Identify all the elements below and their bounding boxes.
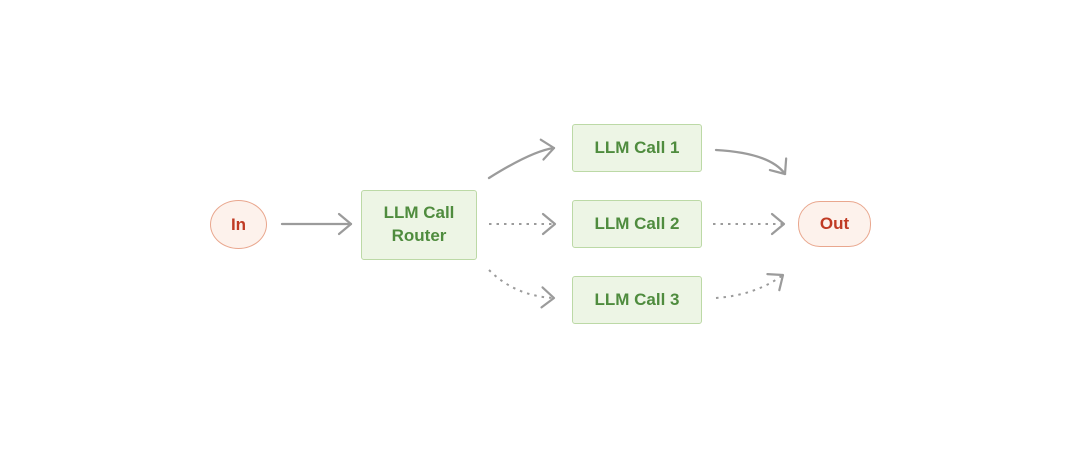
node-llm-call-2: LLM Call 2 <box>572 200 702 248</box>
node-llm-call-3: LLM Call 3 <box>572 276 702 324</box>
edge-router-call1-arrow <box>487 138 556 180</box>
node-out: Out <box>798 201 871 247</box>
node-llm-call-2-label: LLM Call 2 <box>594 213 680 233</box>
edge-call1-out-arrow <box>714 148 788 176</box>
edge-router-call3-arrow <box>488 269 556 309</box>
node-llm-call-3-label: LLM Call 3 <box>594 289 680 309</box>
node-llm-call-1: LLM Call 1 <box>572 124 702 172</box>
edge-call3-out-arrow <box>715 273 785 299</box>
node-llm-call-1-label: LLM Call 1 <box>594 137 680 157</box>
node-in: In <box>210 200 267 249</box>
node-llm-call-router-label: LLM Call Router <box>383 203 455 245</box>
node-llm-call-router: LLM Call Router <box>361 190 477 260</box>
node-out-label: Out <box>819 214 850 233</box>
node-in-label: In <box>230 214 247 234</box>
